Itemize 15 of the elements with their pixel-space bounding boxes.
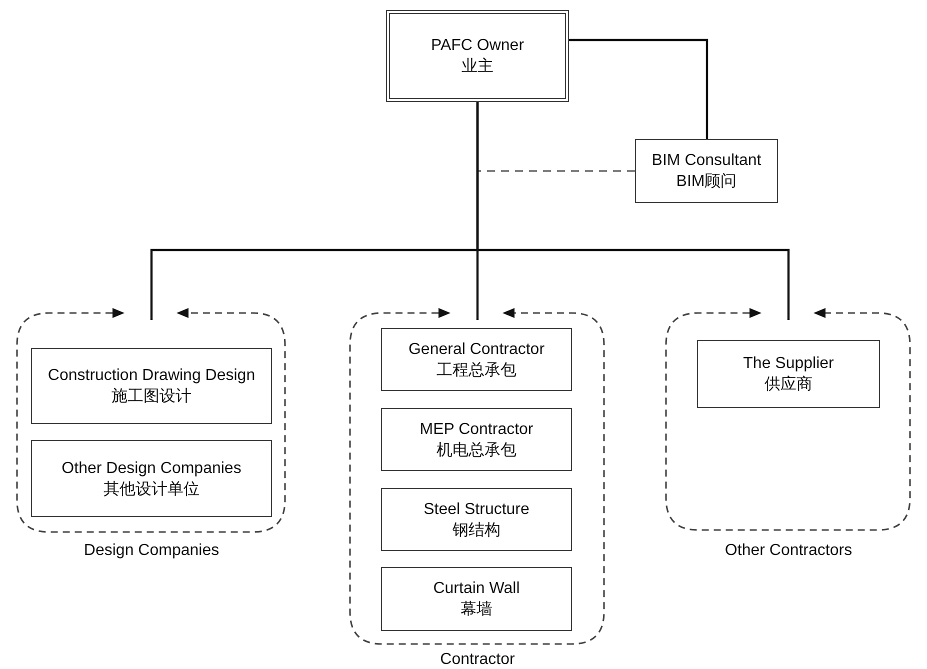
role-box: The Supplier 供应商 xyxy=(697,340,880,408)
role-box: MEP Contractor 机电总承包 xyxy=(381,408,572,471)
role-box: Construction Drawing Design 施工图设计 xyxy=(31,348,272,424)
connector-line xyxy=(476,102,790,320)
owner-box: PAFC Owner 业主 xyxy=(386,10,569,102)
role-box: Steel Structure 钢结构 xyxy=(381,488,572,551)
role-box: Curtain Wall 幕墙 xyxy=(381,567,572,631)
connector-line xyxy=(569,38,708,139)
role-box: Other Design Companies 其他设计单位 xyxy=(31,440,272,517)
role-box: BIM Consultant BIM顾问 xyxy=(635,139,778,203)
role-box: General Contractor 工程总承包 xyxy=(381,328,572,391)
connector-line xyxy=(478,170,635,172)
group-label: Other Contractors xyxy=(724,542,852,560)
group-label: Contractor xyxy=(440,651,515,669)
group-label: Design Companies xyxy=(84,542,220,560)
